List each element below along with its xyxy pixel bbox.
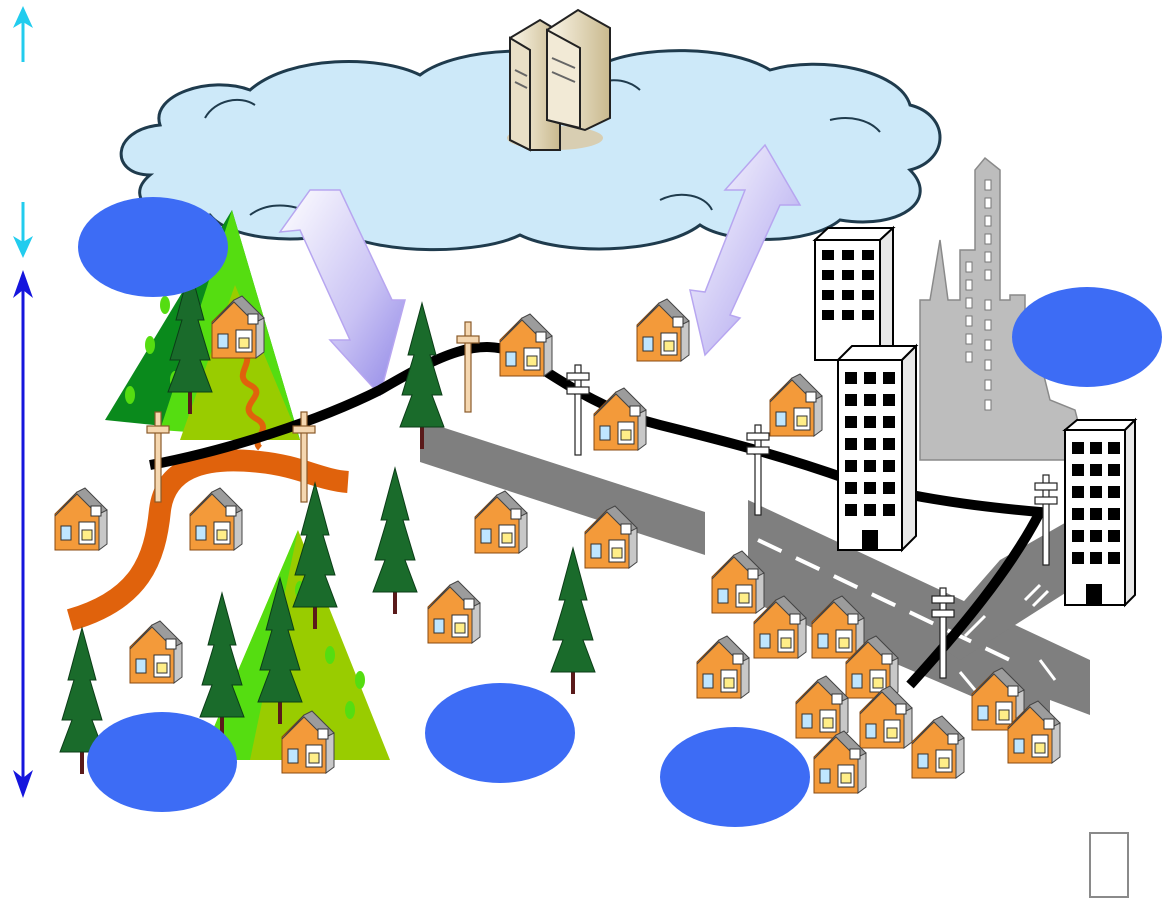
exchange-arrow-icon <box>278 189 406 397</box>
building-icon <box>812 225 896 363</box>
house-icon <box>129 620 183 684</box>
house-icon <box>189 487 243 551</box>
house-icon <box>636 298 690 362</box>
label-ellipse <box>425 683 575 783</box>
house-icon <box>813 730 867 794</box>
utility-pole-icon <box>566 364 590 456</box>
utility-pole-icon <box>292 411 316 503</box>
vertical-arrow-icon <box>13 6 33 798</box>
house-icon <box>593 387 647 451</box>
label-ellipse <box>1012 287 1162 387</box>
house-icon <box>474 490 528 554</box>
label-ellipse <box>87 712 237 812</box>
house-icon <box>795 675 849 739</box>
house-icon <box>911 715 965 779</box>
tree-icon <box>550 547 596 695</box>
house-icon <box>696 635 750 699</box>
house-icon <box>499 313 553 377</box>
house-icon <box>769 373 823 437</box>
house-icon <box>427 580 481 644</box>
power-line <box>149 342 1048 689</box>
city-skyline <box>919 156 1089 461</box>
road-markings <box>757 538 1011 662</box>
utility-pole-icon <box>456 321 480 413</box>
server-icon <box>507 8 611 152</box>
road <box>420 420 705 555</box>
label-ellipse <box>78 197 228 297</box>
tree-icon <box>199 592 245 740</box>
exchange-arrow-icon <box>689 143 802 357</box>
building-icon <box>1062 417 1138 608</box>
building-icon <box>835 343 919 553</box>
label-ellipse <box>660 727 810 827</box>
house-icon <box>54 487 108 551</box>
placeholder-box <box>1089 832 1129 898</box>
tree-icon <box>372 467 418 615</box>
